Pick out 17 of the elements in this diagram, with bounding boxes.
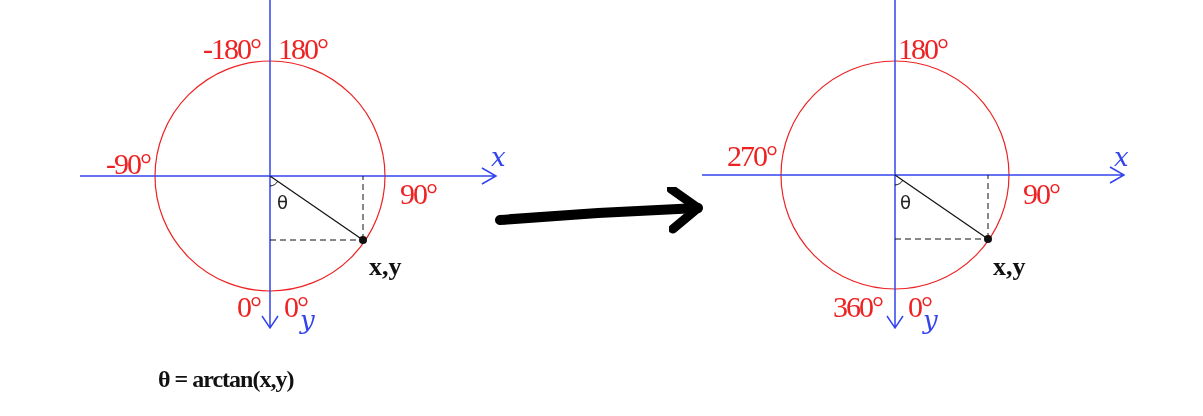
axis-label: x — [1114, 142, 1129, 172]
angle-symbol: θ — [900, 192, 911, 213]
angle-label: 90° — [1023, 177, 1059, 211]
angle-label: 180° — [898, 32, 947, 66]
angle-label: 270° — [727, 139, 776, 173]
angle-label: 180° — [278, 32, 327, 66]
axis-label: x — [491, 142, 506, 172]
angle-label: -90° — [106, 147, 150, 181]
angle-label: 360° — [833, 290, 882, 324]
angle-symbol: θ — [277, 192, 288, 213]
arrow — [495, 184, 703, 234]
point-label: x,y — [369, 252, 402, 282]
angle-label: 0° — [237, 290, 260, 324]
formula: θ = arctan(x,y) — [158, 366, 294, 393]
angle-label: 90° — [400, 177, 436, 211]
point-label: x,y — [993, 252, 1026, 282]
angle-label: -180° — [203, 32, 260, 66]
